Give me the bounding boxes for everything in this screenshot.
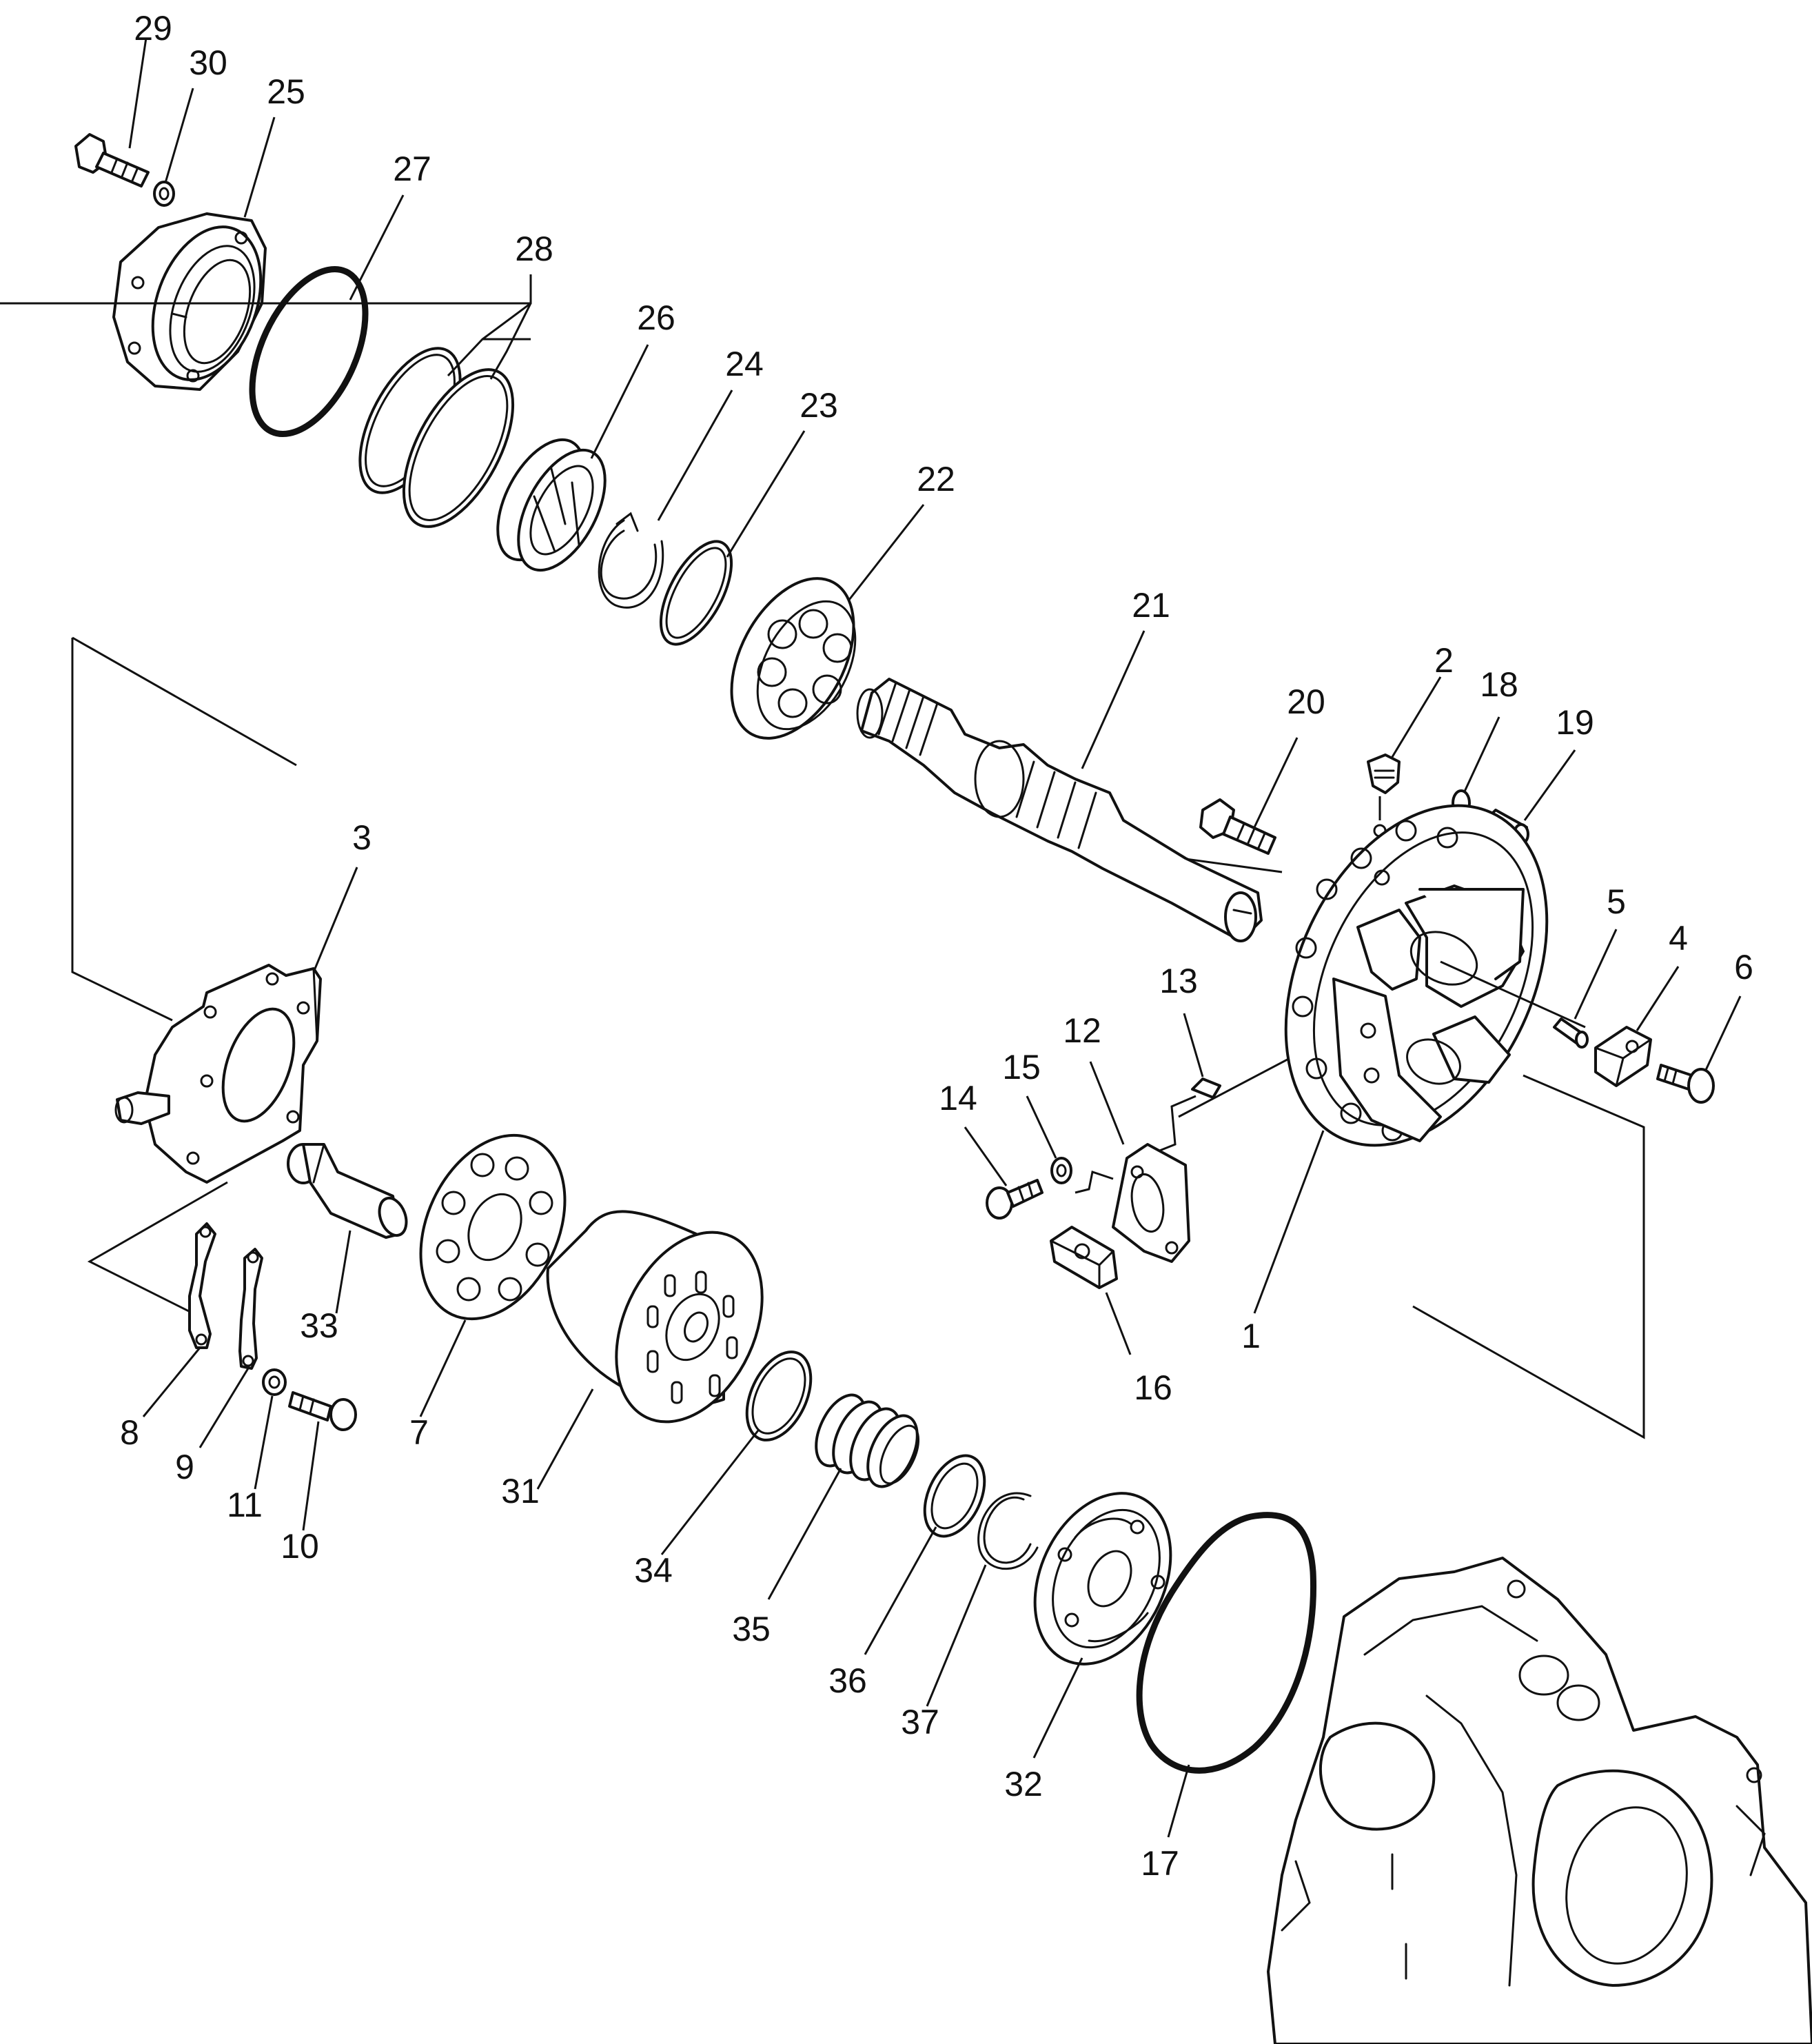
callout-25: 25 — [267, 72, 305, 111]
part-4-block — [1594, 1026, 1652, 1087]
callout-21: 21 — [1132, 586, 1170, 625]
part-8-link — [188, 1222, 216, 1349]
callout-37: 37 — [901, 1703, 939, 1741]
leader-lines — [0, 37, 1742, 1838]
callout-20: 20 — [1287, 682, 1325, 721]
callout-32: 32 — [1004, 1765, 1043, 1803]
part-17-o-ring — [1136, 1512, 1317, 1774]
assembly-guide-lines — [71, 636, 1645, 1439]
part-16-block — [1050, 1226, 1118, 1289]
callout-3: 3 — [352, 818, 371, 857]
part-3-end-plate — [114, 964, 322, 1184]
callout-19: 19 — [1556, 703, 1594, 742]
callout-7: 7 — [409, 1413, 429, 1452]
callout-24: 24 — [725, 345, 764, 383]
callout-13: 13 — [1159, 962, 1198, 1000]
part-14-bolt — [986, 1179, 1044, 1220]
callout-15: 15 — [1002, 1048, 1041, 1086]
part-28-ring-pair — [358, 347, 515, 528]
part-15-washer — [1050, 1157, 1072, 1184]
callout-12: 12 — [1063, 1011, 1101, 1050]
callout-10: 10 — [281, 1527, 319, 1566]
callout-23: 23 — [800, 386, 838, 425]
callout-33: 33 — [300, 1306, 338, 1345]
callout-30: 30 — [189, 43, 227, 82]
callout-9: 9 — [175, 1448, 194, 1486]
part-32-valve-plate — [1033, 1492, 1172, 1666]
part-9-link — [238, 1248, 263, 1370]
part-21-shaft — [856, 678, 1263, 942]
callout-36: 36 — [828, 1661, 867, 1700]
part-13-pin — [1157, 1077, 1221, 1153]
part-35-spring — [815, 1393, 920, 1488]
part-34-ring — [745, 1350, 813, 1441]
part-11-washer — [262, 1368, 287, 1396]
callout-28: 28 — [515, 230, 553, 268]
part-23-ring — [659, 540, 733, 646]
callout-2: 2 — [1434, 641, 1454, 680]
callout-1: 1 — [1241, 1317, 1261, 1355]
part-29-bolt — [74, 133, 150, 188]
part-37-snap-ring — [977, 1492, 1039, 1570]
part-24-snap-ring — [598, 512, 664, 609]
part-1-housing — [1284, 804, 1586, 1147]
part-7-retainer-plate — [419, 1133, 567, 1321]
callout-8: 8 — [120, 1413, 139, 1452]
callout-34: 34 — [634, 1551, 673, 1590]
callout-11: 11 — [227, 1486, 263, 1524]
callout-18: 18 — [1480, 665, 1518, 704]
part-12-plate — [1075, 1143, 1190, 1263]
part-6-bolt — [1656, 1064, 1715, 1104]
callout-29: 29 — [134, 9, 172, 48]
part-36-ring — [923, 1454, 986, 1538]
part-30-washer — [153, 181, 175, 207]
callout-14: 14 — [939, 1079, 977, 1117]
part-31-cylinder-block — [546, 1210, 764, 1424]
callout-17: 17 — [1141, 1844, 1179, 1883]
callout-31: 31 — [501, 1472, 540, 1510]
callout-16: 16 — [1134, 1368, 1172, 1407]
part-27-o-ring — [249, 265, 369, 438]
part-5-pin — [1553, 1018, 1589, 1049]
part-26-roller-bearing — [496, 438, 607, 572]
callout-5: 5 — [1607, 882, 1626, 921]
callout-26: 26 — [637, 298, 675, 337]
part-22-ball-bearing — [730, 577, 857, 740]
part-25-cover — [112, 212, 267, 391]
part-10-bolt — [288, 1391, 357, 1431]
part-33-plunger — [287, 1143, 408, 1239]
callout-22: 22 — [917, 460, 955, 498]
pump-case — [1267, 1557, 1812, 2044]
callout-4: 4 — [1669, 919, 1688, 958]
part-2-plug — [1367, 753, 1401, 838]
callout-35: 35 — [732, 1610, 771, 1648]
callout-27: 27 — [393, 150, 431, 188]
callout-6: 6 — [1734, 948, 1753, 986]
part-20-bolt — [1199, 798, 1276, 855]
callout-labels: 1 2 3 4 5 6 7 8 9 10 11 12 13 14 15 16 1… — [120, 9, 1753, 1883]
